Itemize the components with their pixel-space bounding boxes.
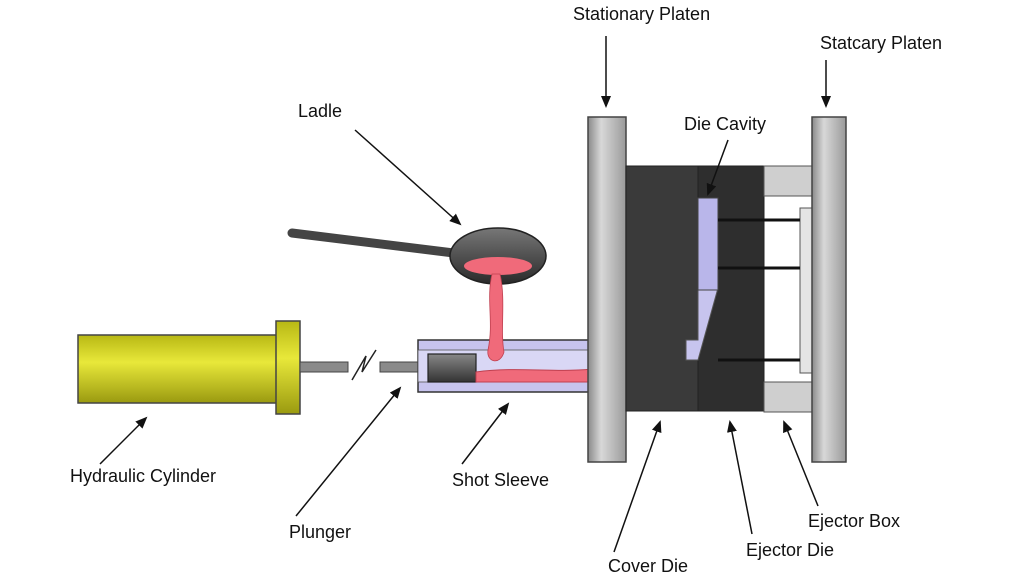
label-cover-die: Cover Die bbox=[608, 556, 688, 575]
die-cavity bbox=[685, 197, 719, 361]
label-hydraulic-cylinder: Hydraulic Cylinder bbox=[70, 466, 216, 486]
piston-rod bbox=[299, 349, 431, 381]
label-moving-platen: Statcary Platen bbox=[820, 33, 942, 53]
label-stationary-platen: Stationary Platen bbox=[573, 4, 710, 24]
hydraulic-cylinder bbox=[77, 320, 301, 415]
label-ladle: Ladle bbox=[298, 101, 342, 121]
cover-die bbox=[625, 165, 699, 412]
label-ejector-die: Ejector Die bbox=[746, 540, 834, 560]
plunger bbox=[427, 353, 477, 383]
ejector-box bbox=[718, 165, 813, 413]
ladle bbox=[287, 227, 547, 362]
moving-platen bbox=[811, 116, 847, 463]
label-ejector-box: Ejector Box bbox=[808, 511, 900, 531]
stationary-platen bbox=[587, 116, 627, 463]
leader-arrows bbox=[99, 36, 831, 553]
label-die-cavity: Die Cavity bbox=[684, 114, 766, 134]
label-shot-sleeve: Shot Sleeve bbox=[452, 470, 549, 490]
label-plunger: Plunger bbox=[289, 522, 351, 542]
